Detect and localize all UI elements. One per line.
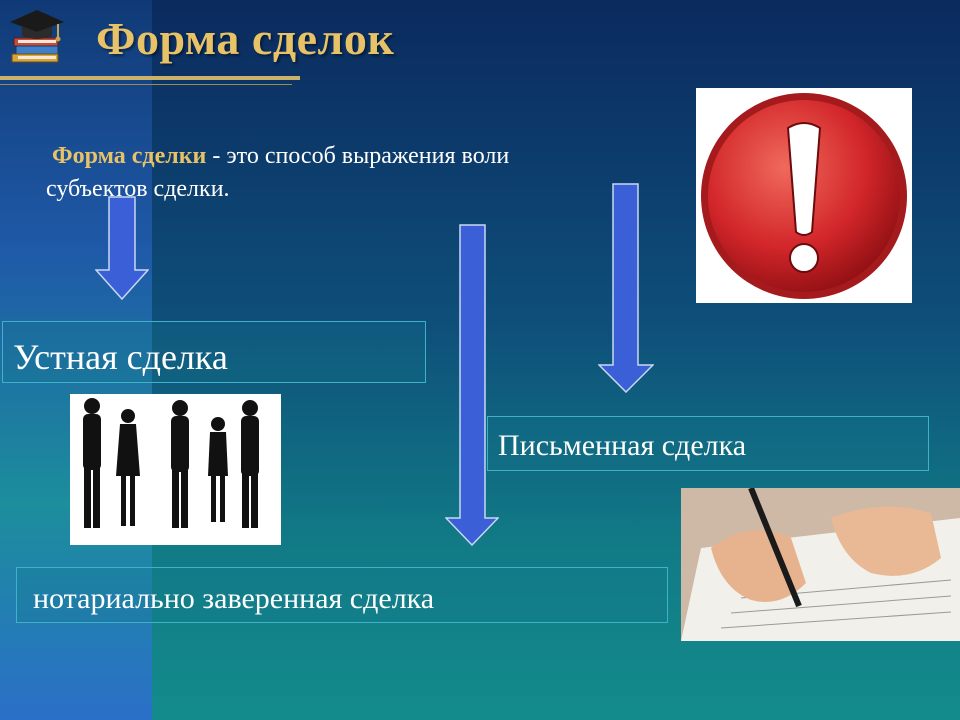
people-silhouettes-image [70,394,281,545]
definition-body: - это способ выражения воли субъектов сд… [46,143,510,202]
down-arrow-icon [598,183,654,393]
graduation-cap-books-icon [6,4,68,66]
page-title: Форма сделок [96,13,395,64]
notarized-deal-box: нотариально заверенная сделка [16,567,668,623]
left-accent-strip [0,0,152,720]
title-underline-thin [0,84,292,85]
definition-term: Форма сделки [52,143,207,169]
down-arrow-icon [95,196,149,300]
definition-text: Форма сделки - это способ выражения воли… [46,140,606,206]
down-arrow-icon [445,224,499,546]
exclamation-warning-icon [696,88,912,303]
written-deal-box: Письменная сделка [487,416,929,471]
signing-document-image [681,488,960,641]
oral-deal-box: Устная сделка [2,321,426,383]
title-underline [0,76,300,80]
